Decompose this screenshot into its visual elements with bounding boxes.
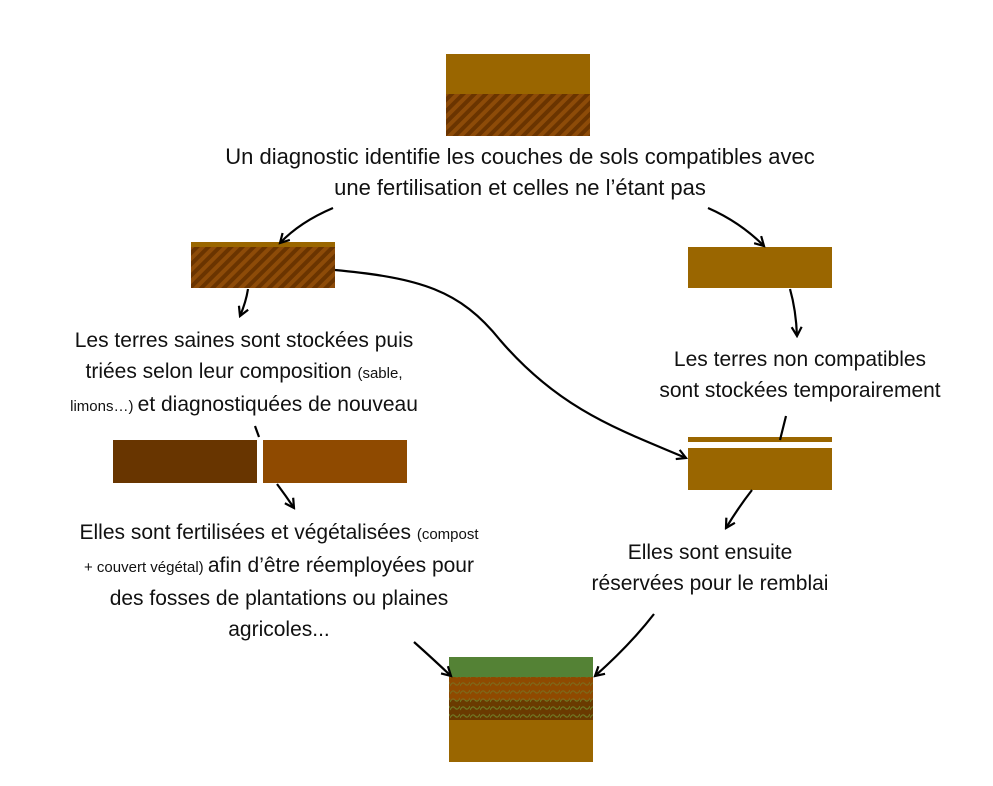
healthy-storage-line-3: limons…) et diagnostiquées de nouveau: [14, 389, 474, 422]
line-note: (compost: [416, 526, 479, 543]
line-note: limons…): [70, 398, 138, 415]
arrow-fertilised-to-final: [413, 641, 451, 676]
arrow-to-temp-storage: [788, 288, 797, 336]
thin-layer: [688, 437, 832, 442]
sorted-soil-rust: [263, 440, 407, 483]
backfill-soil: [688, 437, 832, 490]
tick-mark-backfill: [778, 415, 788, 441]
fertilised-layer: [449, 700, 593, 720]
fertilisation-line-3: des fosses de plantations ou plaines: [109, 587, 449, 610]
subsoil-layer: [449, 720, 593, 762]
backfill-text: Elles sont ensuite réservées pour le rem…: [560, 537, 860, 599]
non-compatible-text: Les terres non compatibles sont stockées…: [600, 344, 993, 406]
non-compatible-line-1: Les terres non compatibles: [673, 348, 927, 371]
arrow-backfill-to-final: [595, 613, 655, 676]
arrow-to-healthy-storage: [240, 288, 250, 316]
final-soil-profile: [449, 657, 593, 762]
diagnostic-text: Un diagnostic identifie les couches de s…: [160, 141, 880, 203]
arrow-to-non-compatible: [707, 206, 764, 246]
diagnostic-line-2: une fertilisation et celles ne l’étant p…: [334, 175, 706, 200]
tick-mark-sorted: [253, 425, 261, 438]
topsoil-layer: [446, 54, 590, 94]
fertilisation-line-1: Elles sont fertilisées et végétalisées (…: [14, 517, 544, 550]
line-main: et diagnostiquées de nouveau: [137, 393, 418, 416]
vegetation-layer: [449, 657, 593, 677]
line-main: triées selon leur composition: [85, 360, 358, 383]
arrow-to-backfill-text: [726, 489, 753, 528]
backfill-line-1: Elles sont ensuite: [627, 541, 793, 564]
healthy-storage-text: Les terres saines sont stockées puis tri…: [14, 325, 474, 422]
main-layer: [688, 448, 832, 490]
fertilisation-line-4: agricoles...: [228, 618, 330, 641]
arrows: [240, 206, 797, 676]
healthy-storage-line-1: Les terres saines sont stockées puis: [74, 329, 414, 352]
hatched-layer: [446, 94, 590, 136]
compatible-soil-layer: [191, 242, 335, 288]
hatched-layer: [191, 247, 335, 288]
non-compatible-line-2: sont stockées temporairement: [659, 379, 941, 402]
arrow-to-compatible: [280, 206, 334, 243]
fertilisation-text: Elles sont fertilisées et végétalisées (…: [14, 517, 544, 645]
line-note: + couvert végétal): [84, 559, 208, 576]
non-compatible-soil-layer: [688, 247, 832, 288]
line-main: Elles sont fertilisées et végétalisées: [79, 521, 417, 544]
initial-soil-profile: [446, 54, 590, 136]
compost-layer: [449, 677, 593, 700]
arrow-compatible-to-backfill: [334, 268, 686, 458]
line-note: (sable,: [357, 365, 403, 382]
line-main: afin d’être réemployées pour: [207, 554, 474, 577]
thin-topsoil-layer: [191, 242, 335, 247]
healthy-storage-line-2: triées selon leur composition (sable,: [14, 356, 474, 389]
diagnostic-line-1: Un diagnostic identifie les couches de s…: [225, 144, 815, 169]
arrow-to-fertilisation: [276, 483, 294, 508]
fertilisation-line-2: + couvert végétal) afin d’être réemployé…: [14, 550, 544, 583]
sorted-soil-dark: [113, 440, 257, 483]
backfill-line-2: réservées pour le remblai: [591, 572, 829, 595]
